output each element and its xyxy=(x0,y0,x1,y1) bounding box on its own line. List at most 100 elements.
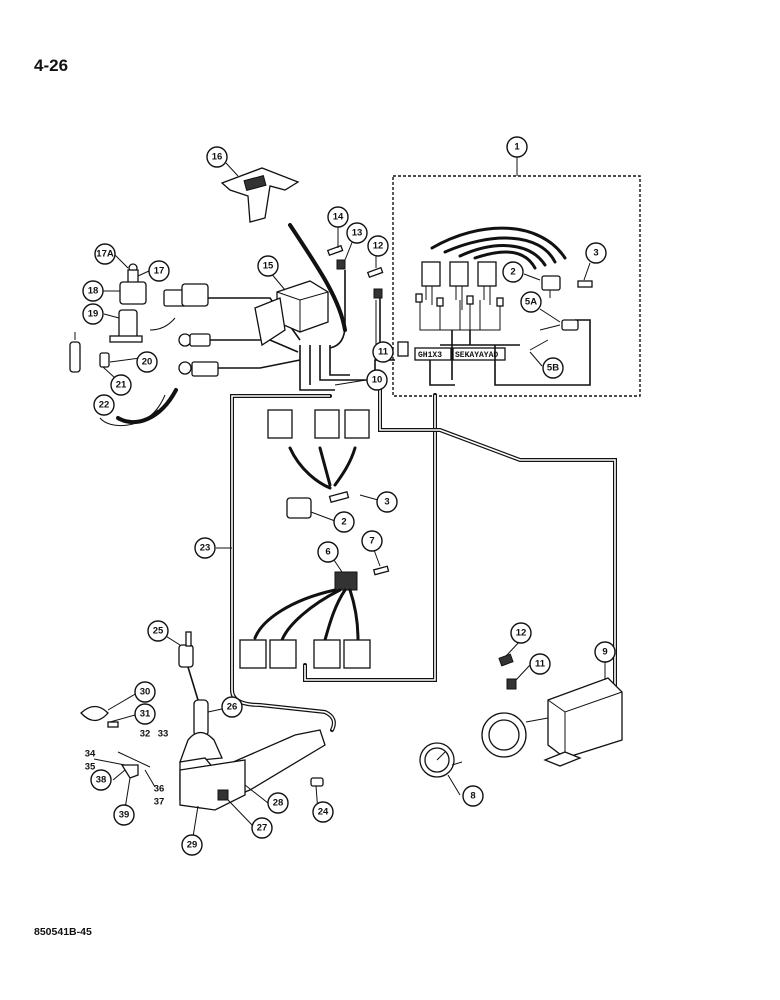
fuse-14 xyxy=(326,244,344,257)
fuse-box-label-right: SEKAYAYAD xyxy=(455,351,498,360)
callout-32: 32 xyxy=(140,729,151,740)
monitor-gauge-group xyxy=(419,653,623,778)
switch-25 xyxy=(178,644,194,668)
svg-text:7: 7 xyxy=(369,536,374,547)
callout-1: 1 xyxy=(506,136,528,158)
grommet xyxy=(397,341,409,357)
callout-3b: 3 xyxy=(376,491,398,513)
callout-30: 30 xyxy=(134,681,156,703)
callout-6: 6 xyxy=(317,541,339,563)
callout-7: 7 xyxy=(361,530,383,552)
page-number: 4-26 xyxy=(34,56,69,75)
connector-5a xyxy=(561,319,579,331)
relay-socket xyxy=(477,261,497,287)
svg-text:23: 23 xyxy=(200,543,211,554)
callout-3: 3 xyxy=(585,242,607,264)
svg-text:17: 17 xyxy=(154,266,165,277)
svg-text:38: 38 xyxy=(96,775,107,786)
callout-17a: 17A xyxy=(94,243,116,265)
svg-text:33: 33 xyxy=(158,729,169,740)
terminal-strip xyxy=(452,347,506,361)
relay xyxy=(541,275,561,291)
callout-37: 37 xyxy=(154,797,165,808)
svg-text:30: 30 xyxy=(140,687,151,698)
callout-39: 39 xyxy=(113,804,135,826)
svg-text:36: 36 xyxy=(154,784,165,795)
relay-socket xyxy=(314,409,340,439)
terminal-11b xyxy=(506,678,517,690)
svg-text:35: 35 xyxy=(85,762,96,773)
callout-26: 26 xyxy=(221,696,243,718)
control-lever-assembly xyxy=(80,631,326,811)
terminal-strip xyxy=(414,347,452,361)
svg-text:32: 32 xyxy=(140,729,151,740)
svg-text:2: 2 xyxy=(341,517,346,528)
relay-socket xyxy=(269,639,297,669)
terminal-11 xyxy=(373,288,383,299)
callout-10: 10 xyxy=(366,369,388,391)
switch-body xyxy=(118,309,138,339)
callout-27: 27 xyxy=(251,817,273,839)
svg-text:27: 27 xyxy=(257,823,268,834)
svg-text:5B: 5B xyxy=(547,363,559,374)
callout-22: 22 xyxy=(93,394,115,416)
leader-lines xyxy=(93,157,606,844)
callout-9: 9 xyxy=(594,641,616,663)
callout-25: 25 xyxy=(147,620,169,642)
svg-text:8: 8 xyxy=(470,791,475,802)
monitor-box-9 xyxy=(547,677,623,759)
svg-text:22: 22 xyxy=(99,400,110,411)
callout-35: 35 xyxy=(85,762,96,773)
relay-socket-group-upper xyxy=(267,409,370,519)
callout-31: 31 xyxy=(134,703,156,725)
svg-text:9: 9 xyxy=(602,647,607,658)
svg-text:14: 14 xyxy=(333,212,344,223)
callout-11: 11 xyxy=(372,341,394,363)
callout-19: 19 xyxy=(82,303,104,325)
callout-14: 14 xyxy=(327,206,349,228)
callout-12: 12 xyxy=(367,235,389,257)
terminal-parts xyxy=(326,244,384,349)
ignition-switch-group xyxy=(69,167,347,427)
svg-text:29: 29 xyxy=(187,840,198,851)
fuse-7 xyxy=(372,565,390,576)
indicator-bulb xyxy=(99,352,110,368)
lever-handle xyxy=(193,699,209,737)
svg-text:21: 21 xyxy=(116,380,127,391)
svg-text:17A: 17A xyxy=(96,249,114,260)
svg-text:13: 13 xyxy=(352,228,363,239)
relay-socket xyxy=(449,261,469,287)
svg-text:3: 3 xyxy=(384,497,389,508)
fuse-box-harness-fan xyxy=(430,226,567,260)
terminal-13 xyxy=(336,259,346,270)
callout-23: 23 xyxy=(194,537,216,559)
callout-29: 29 xyxy=(181,834,203,856)
ignition-switch xyxy=(119,281,147,305)
callout-28: 28 xyxy=(267,792,289,814)
fuse-12b xyxy=(498,653,514,667)
svg-text:3: 3 xyxy=(593,248,598,259)
svg-text:24: 24 xyxy=(318,807,329,818)
svg-text:20: 20 xyxy=(142,357,153,368)
fuse xyxy=(577,280,593,288)
svg-text:31: 31 xyxy=(140,709,151,720)
bracket-38 xyxy=(120,764,139,779)
callout-36: 36 xyxy=(154,784,165,795)
callout-17: 17 xyxy=(148,260,170,282)
relay-socket-group-lower xyxy=(239,565,390,669)
callout-15: 15 xyxy=(257,255,279,277)
svg-text:19: 19 xyxy=(88,309,99,320)
svg-text:18: 18 xyxy=(88,286,99,297)
fuse-3 xyxy=(328,490,350,504)
svg-text:11: 11 xyxy=(378,347,389,358)
svg-text:11: 11 xyxy=(535,659,546,670)
svg-text:16: 16 xyxy=(212,152,223,163)
fuse-relay-box: GH1X3 SEKAYAYAD xyxy=(392,175,641,397)
svg-text:2: 2 xyxy=(510,267,515,278)
callout-13: 13 xyxy=(346,222,368,244)
callout-12b: 12 xyxy=(510,622,532,644)
callout-34: 34 xyxy=(85,749,96,760)
svg-text:10: 10 xyxy=(372,375,383,386)
